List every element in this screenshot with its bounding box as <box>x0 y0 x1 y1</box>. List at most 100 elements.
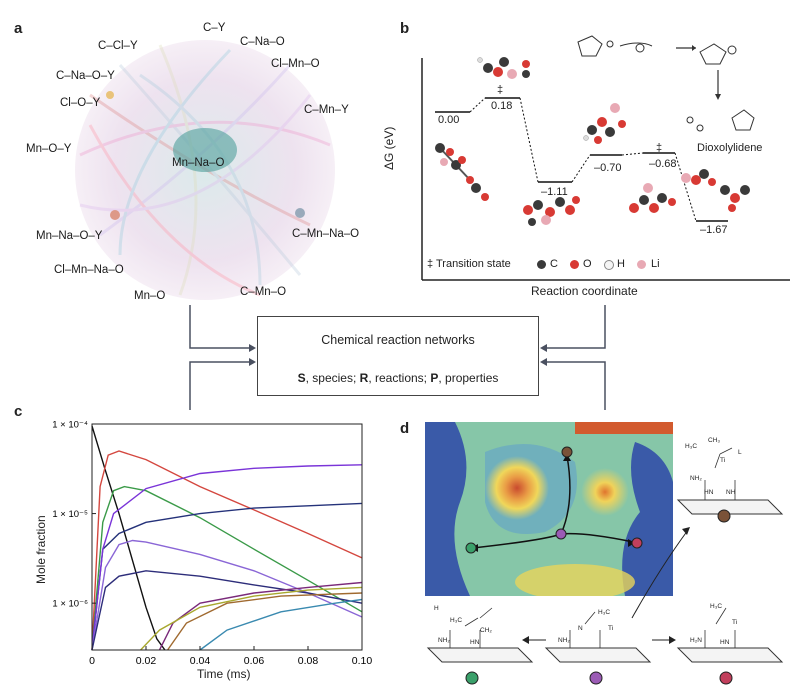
slab-bottom-center <box>544 647 652 663</box>
y-tick-label: 1 × 10⁻⁶ <box>52 599 88 610</box>
surface-marker-right <box>631 537 643 549</box>
crn-box: Chemical reaction networks S, species; R… <box>257 316 539 396</box>
label-h2n: H₂N <box>690 637 702 644</box>
slab-bottom-left <box>426 647 534 663</box>
surface-peak-red <box>485 456 549 520</box>
node-label-c-mn-o: C–Mn–O <box>240 286 287 298</box>
surface-blue-basin-right <box>622 442 673 596</box>
energy-x-axis-label: Reaction coordinate <box>531 284 638 298</box>
label-nh2-center: NH₂ <box>558 637 570 644</box>
node-label-mn-na-o: Mn–Na–O <box>172 157 225 169</box>
x-tick-label: 0.10 <box>352 655 373 667</box>
mechanism-arrow-head <box>715 94 721 100</box>
label-h3c-center: H₃C <box>598 609 610 616</box>
x-tick-label: 0.06 <box>244 655 265 667</box>
node-label-mn-o: Mn–O <box>134 290 166 302</box>
chart-frame <box>91 423 363 651</box>
energy-surface <box>425 422 673 596</box>
ts-mark-2: ‡ <box>656 142 663 154</box>
x-tick-label: 0.02 <box>136 655 157 667</box>
series-line-1 <box>91 450 363 651</box>
y-tick-label: 1 × 10⁻⁴ <box>52 420 88 431</box>
network-node-dot <box>295 208 305 218</box>
level-value-2: –1.11 <box>541 186 568 198</box>
panel-label-a: a <box>14 20 23 37</box>
slab-bottom-right <box>676 647 784 663</box>
node-label-c-mn-na-o: C–Mn–Na–O <box>292 228 360 240</box>
series-line-8 <box>167 592 363 651</box>
label-nh2-left: NH₂ <box>438 637 450 644</box>
network-graph <box>75 40 335 300</box>
series-line-4 <box>91 464 363 651</box>
level-value-3: –0.70 <box>594 162 622 174</box>
mechanism-sketch <box>577 35 755 132</box>
product-label: Dioxolylidene <box>697 142 763 154</box>
label-ti-center: Ti <box>608 625 613 632</box>
node-label-cl-mn-o: Cl–Mn–O <box>271 58 320 70</box>
slab-marker-center <box>589 671 603 685</box>
level-value-4: –0.68 <box>649 158 677 170</box>
series-line-7 <box>158 581 363 651</box>
level-value-5: –1.67 <box>700 224 728 236</box>
crn-title: Chemical reaction networks <box>321 333 475 347</box>
energy-connectors <box>469 97 697 222</box>
label-hn-right: HN <box>720 639 730 646</box>
label-nh: NH <box>726 489 736 496</box>
label-ti-right: Ti <box>732 619 737 626</box>
chart-xlabel: Time (ms) <box>197 667 251 681</box>
molecule-labels: H₃C CH₃ Ti L NH₂ HN NH H H₃C CH₂ NH₂ HN … <box>434 437 742 646</box>
crn-s-key: S <box>297 371 306 385</box>
molecule-product <box>681 169 750 212</box>
node-label-mn-na-o-y: Mn–Na–O–Y <box>36 230 103 242</box>
level-value-1: 0.18 <box>491 100 513 112</box>
legend-transition-state: ‡ Transition state <box>427 258 511 270</box>
label-nh2: NH₂ <box>690 475 702 482</box>
node-label-c-na-o-y: C–Na–O–Y <box>56 70 115 82</box>
label-ch2: CH₂ <box>480 627 492 634</box>
panel-label-d: d <box>400 420 410 437</box>
slab-marker-right <box>719 671 733 685</box>
crn-p-key: P <box>430 371 439 385</box>
label-n-center: N <box>578 625 583 632</box>
slab-top-right <box>676 499 784 515</box>
surface-marker-left <box>465 542 477 554</box>
series-line-9 <box>140 586 363 651</box>
label-h3cn: H₃C <box>450 617 462 624</box>
ligand-bonds <box>449 447 736 648</box>
x-tick-label: 0.08 <box>298 655 319 667</box>
label-h3c-right: H₃C <box>710 603 722 610</box>
y-tick-label: 1 × 10⁻⁵ <box>52 509 88 520</box>
x-tick-label: 0 <box>89 655 95 667</box>
slab-arrow-head-left <box>522 636 529 644</box>
label-ti: Ti <box>720 457 725 464</box>
series-line-5 <box>91 539 363 651</box>
surface-yellow-band <box>515 564 635 596</box>
network-node-dot <box>110 210 120 220</box>
node-label-c-cl-y: C–Cl–Y <box>98 40 138 52</box>
molecule-int2 <box>583 103 626 144</box>
series-line-3 <box>91 502 363 651</box>
mechanism-arrow-head <box>692 45 696 51</box>
node-label-cl-o-y: Cl–O–Y <box>60 97 101 109</box>
ts-mark-1: ‡ <box>497 84 504 96</box>
legend-c-swatch <box>537 260 546 269</box>
surface-red-band <box>575 422 673 434</box>
crn-r-key: R <box>359 371 369 385</box>
node-label-c-y: C–Y <box>203 22 226 34</box>
legend-o-swatch <box>570 260 579 269</box>
label-ch3: CH₃ <box>708 437 720 444</box>
panel-label-b: b <box>400 20 410 37</box>
network-node-dot <box>106 91 114 99</box>
surface-marker-top <box>561 446 573 458</box>
crn-legend-line: S, species; R, reactions; P, properties <box>258 371 538 385</box>
series-line-10 <box>199 598 363 651</box>
molecule-int1 <box>523 196 580 226</box>
node-label-mn-o-y: Mn–O–Y <box>26 143 72 155</box>
node-label-c-mn-y: C–Mn–Y <box>304 104 349 116</box>
crn-r-text: , reactions; <box>368 371 431 385</box>
slab-arrow-head-up <box>682 527 690 535</box>
series-line-6 <box>91 570 363 651</box>
crn-p-text: , properties <box>438 371 499 385</box>
